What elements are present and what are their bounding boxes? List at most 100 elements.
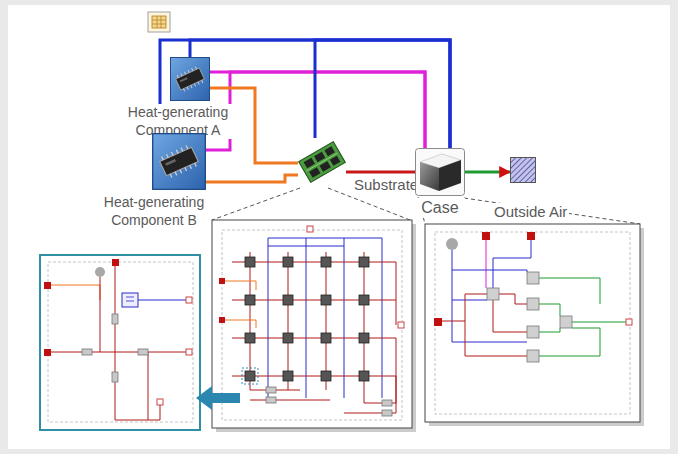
node-detail-panel xyxy=(40,255,200,430)
case-detail-panel xyxy=(482,232,490,240)
zoom-arrow xyxy=(196,386,240,410)
substrate-detail-panel xyxy=(245,371,255,381)
case-detail-panel xyxy=(434,318,442,326)
substrate-detail-panel xyxy=(321,333,331,343)
substrate-detail-panel xyxy=(268,238,382,398)
node-detail-panel xyxy=(112,314,118,324)
node-detail-panel xyxy=(126,297,134,301)
substrate-detail-panel xyxy=(321,257,331,267)
substrate-detail-panel xyxy=(212,220,416,432)
component-icon xyxy=(180,77,188,82)
case-icon xyxy=(416,149,465,196)
substrate-detail-panel xyxy=(219,278,225,284)
node-detail-panel xyxy=(48,262,193,422)
substrate-detail-panel xyxy=(268,246,344,247)
substrate-detail-panel xyxy=(250,252,364,390)
case-detail-panel xyxy=(626,319,632,325)
node-detail-panel xyxy=(122,293,138,307)
node-detail-panel xyxy=(148,352,149,420)
substrate-detail-panel xyxy=(359,371,369,381)
component-node: Heat-generating Component A xyxy=(170,57,210,101)
substrate-detail-panel xyxy=(283,371,293,381)
substrate-icon xyxy=(299,142,346,183)
ambient-icon xyxy=(510,157,536,183)
component-icon xyxy=(170,57,210,101)
table-icon xyxy=(148,12,170,32)
node-detail-panel xyxy=(112,372,118,382)
substrate-detail-panel xyxy=(359,333,369,343)
node-label: Substrate xyxy=(352,176,420,195)
leader-line xyxy=(464,198,640,224)
node-label: Case xyxy=(415,198,465,218)
substrate-detail-panel xyxy=(224,281,256,328)
substrate-detail-panel xyxy=(268,238,382,398)
node-detail-panel xyxy=(138,349,148,355)
case-detail-panel xyxy=(527,232,535,240)
substrate-detail-panel xyxy=(344,262,396,413)
component-icon xyxy=(176,68,205,90)
component-node: Heat-generating Component B xyxy=(152,133,206,190)
substrate-detail-panel xyxy=(321,295,331,305)
thermal-connector xyxy=(206,175,298,182)
substrate-detail-panel xyxy=(283,295,293,305)
thermal-connector xyxy=(315,40,450,148)
node-detail-panel xyxy=(44,349,51,356)
leader-line xyxy=(212,188,300,220)
substrate-icon xyxy=(299,142,346,183)
node-detail-panel xyxy=(112,259,119,266)
case-detail-panel xyxy=(425,224,644,426)
case-icon xyxy=(439,160,461,191)
case-detail-panel xyxy=(493,239,531,288)
page-ground xyxy=(8,5,670,449)
component-icon xyxy=(152,133,206,190)
substrate-detail-panel xyxy=(266,387,276,393)
substrate-detail-panel xyxy=(266,397,276,403)
case-detail-panel xyxy=(527,272,539,284)
table-icon xyxy=(152,16,166,28)
substrate-detail-panel xyxy=(321,371,331,381)
substrate-node: Substrate xyxy=(298,138,346,186)
substrate-detail-panel xyxy=(232,252,396,413)
substrate-detail-panel xyxy=(283,257,293,267)
node-detail-panel xyxy=(44,282,51,289)
substrate-detail-panel xyxy=(245,295,255,305)
substrate-detail-panel xyxy=(224,281,256,328)
substrate-icon xyxy=(298,138,346,186)
node-detail-panel xyxy=(51,285,100,300)
ambient-icon xyxy=(511,158,536,183)
substrate-detail-panel xyxy=(212,220,412,428)
node-label: Outside Air xyxy=(492,203,569,222)
case-detail-panel xyxy=(441,239,626,356)
case-detail-panel xyxy=(487,272,572,362)
case-detail-panel xyxy=(527,350,539,362)
component-icon xyxy=(171,58,210,101)
case-detail-panel xyxy=(435,232,630,414)
table-icon xyxy=(148,12,170,32)
node-detail-panel xyxy=(40,255,200,430)
node-detail-panel xyxy=(115,266,160,420)
component-icon xyxy=(162,145,197,177)
case-detail-panel xyxy=(452,250,527,342)
substrate-detail-panel xyxy=(307,226,313,232)
case-detail-panel xyxy=(499,294,527,304)
thermal-connector xyxy=(465,171,510,174)
case-detail-panel xyxy=(527,298,539,310)
case-detail-panel xyxy=(441,294,527,356)
substrate-icon xyxy=(324,146,334,156)
substrate-detail-panel xyxy=(266,387,392,416)
zoom-arrow xyxy=(196,386,240,410)
substrate-detail-panel xyxy=(245,257,369,381)
case-detail-panel xyxy=(539,278,626,356)
substrate-detail-panel xyxy=(222,230,402,420)
case-icon xyxy=(420,162,439,191)
component-icon xyxy=(158,144,200,179)
substrate-detail-panel xyxy=(359,257,369,267)
node-detail-panel xyxy=(51,352,186,353)
component-icon xyxy=(177,67,203,92)
case-detail-panel xyxy=(487,288,499,300)
substrate-detail-panel xyxy=(232,262,396,376)
substrate-icon xyxy=(306,153,337,171)
node-detail-panel xyxy=(100,277,101,352)
case-detail-panel xyxy=(425,224,640,422)
